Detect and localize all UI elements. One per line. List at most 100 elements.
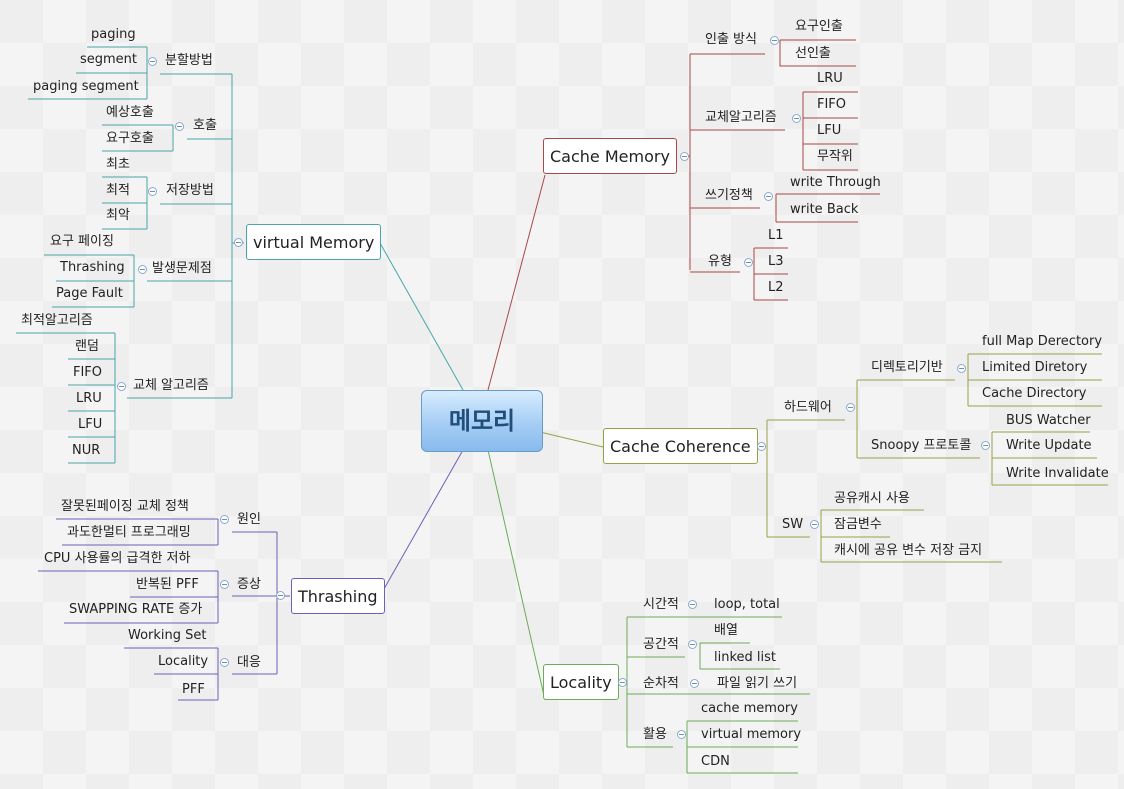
cache-replace-item[interactable]: FIFO xyxy=(817,97,847,112)
thr-symptom-item[interactable]: CPU 사용률의 급격한 저하 xyxy=(44,551,191,566)
thr-cause-item[interactable]: 과도한멀티 프로그래밍 xyxy=(67,525,191,540)
collapse-icon[interactable] xyxy=(764,192,773,201)
collapse-icon[interactable] xyxy=(148,187,157,196)
coh-dir-item[interactable]: Cache Directory xyxy=(982,386,1087,401)
collapse-icon[interactable] xyxy=(175,122,184,131)
vm-replace-item[interactable]: NUR xyxy=(72,443,101,458)
collapse-icon[interactable] xyxy=(148,57,157,66)
coh-snoopy-item[interactable]: BUS Watcher xyxy=(1006,413,1091,428)
thr-cause-item[interactable]: 잘못된페이징 교체 정책 xyxy=(61,499,189,514)
thr-symptom-label[interactable]: 증상 xyxy=(237,577,261,592)
loc-use-item[interactable]: CDN xyxy=(701,754,730,769)
cache-replace-item[interactable]: LRU xyxy=(817,71,843,86)
vm-replace-label[interactable]: 교체 알고리즘 xyxy=(133,378,209,393)
coh-sw-label[interactable]: SW xyxy=(782,517,804,532)
vm-problem-item[interactable]: 요구 페이징 xyxy=(50,234,114,249)
loc-use-label[interactable]: 활용 xyxy=(643,727,667,742)
collapse-icon[interactable] xyxy=(234,238,243,247)
vm-split-label[interactable]: 분할방법 xyxy=(165,53,213,68)
cache-write-item[interactable]: write Through xyxy=(790,175,881,190)
vm-problem-label[interactable]: 발생문제점 xyxy=(152,261,212,276)
coh-snoopy-item[interactable]: Write Update xyxy=(1006,438,1092,453)
loc-space-item[interactable]: linked list xyxy=(714,650,777,665)
vm-call-label[interactable]: 호출 xyxy=(193,118,217,133)
thr-symptom-item[interactable]: 반복된 PFF xyxy=(136,577,199,592)
cache-fetch-item[interactable]: 선인출 xyxy=(795,46,831,61)
collapse-icon[interactable] xyxy=(957,364,966,373)
collapse-icon[interactable] xyxy=(680,152,689,161)
cache-replace-item[interactable]: LFU xyxy=(817,123,842,138)
loc-use-item[interactable]: virtual memory xyxy=(701,727,802,742)
collapse-icon[interactable] xyxy=(220,515,229,524)
collapse-icon[interactable] xyxy=(138,265,147,274)
vm-split-item[interactable]: paging xyxy=(91,27,136,42)
locality-topic[interactable]: Locality xyxy=(543,664,619,700)
vm-replace-item[interactable]: LRU xyxy=(76,391,102,406)
coh-sw-item[interactable]: 캐시에 공유 변수 저장 금지 xyxy=(834,543,983,558)
cache-type-label[interactable]: 유형 xyxy=(708,254,732,269)
vm-replace-item[interactable]: 랜덤 xyxy=(75,339,99,354)
cache-coherence-topic[interactable]: Cache Coherence xyxy=(603,428,758,464)
collapse-icon[interactable] xyxy=(220,580,229,589)
coh-hw-label[interactable]: 하드웨어 xyxy=(784,400,832,415)
loc-seq-label[interactable]: 순차적 xyxy=(643,676,679,691)
vm-call-item[interactable]: 요구호출 xyxy=(106,131,154,146)
cache-replace-label[interactable]: 교체알고리즘 xyxy=(705,110,777,125)
coh-dir-item[interactable]: full Map Derectory xyxy=(982,334,1103,349)
collapse-icon[interactable] xyxy=(117,382,126,391)
collapse-icon[interactable] xyxy=(690,679,699,688)
cache-fetch-item[interactable]: 요구인출 xyxy=(795,19,843,34)
thr-response-label[interactable]: 대응 xyxy=(237,655,261,670)
loc-time-label[interactable]: 시간적 xyxy=(643,597,679,612)
loc-space-item[interactable]: 배열 xyxy=(714,623,738,638)
vm-split-item[interactable]: paging segment xyxy=(33,79,139,94)
collapse-icon[interactable] xyxy=(618,678,627,687)
cache-write-label[interactable]: 쓰기정책 xyxy=(705,188,753,203)
collapse-icon[interactable] xyxy=(276,591,285,600)
coh-snoopy-label[interactable]: Snoopy 프로토콜 xyxy=(871,438,972,453)
loc-seq-item[interactable]: 파일 읽기 쓰기 xyxy=(717,676,798,691)
coh-dir-item[interactable]: Limited Diretory xyxy=(982,360,1088,375)
thr-response-item[interactable]: PFF xyxy=(182,682,205,697)
coh-dir-label[interactable]: 디렉토리기반 xyxy=(871,360,943,375)
cache-type-item[interactable]: L1 xyxy=(768,228,784,243)
vm-split-item[interactable]: segment xyxy=(80,52,138,67)
coh-snoopy-item[interactable]: Write Invalidate xyxy=(1006,466,1109,481)
coh-sw-item[interactable]: 공유캐시 사용 xyxy=(834,491,910,506)
collapse-icon[interactable] xyxy=(846,403,855,412)
vm-replace-item[interactable]: LFU xyxy=(78,417,103,432)
collapse-icon[interactable] xyxy=(810,520,819,529)
coh-sw-item[interactable]: 잠금변수 xyxy=(834,517,882,532)
loc-use-item[interactable]: cache memory xyxy=(701,701,798,716)
thr-response-item[interactable]: Working Set xyxy=(128,628,207,643)
thr-response-item[interactable]: Locality xyxy=(158,654,209,669)
root-topic[interactable]: 메모리 xyxy=(421,390,543,452)
collapse-icon[interactable] xyxy=(757,442,766,451)
cache-type-item[interactable]: L3 xyxy=(768,254,784,269)
collapse-icon[interactable] xyxy=(744,258,753,267)
collapse-icon[interactable] xyxy=(688,600,697,609)
vm-problem-item[interactable]: Thrashing xyxy=(60,260,125,275)
collapse-icon[interactable] xyxy=(981,441,990,450)
vm-store-item[interactable]: 최적 xyxy=(106,183,130,198)
vm-replace-item[interactable]: FIFO xyxy=(73,365,103,380)
vm-store-item[interactable]: 최악 xyxy=(106,208,130,223)
virtual-memory-topic[interactable]: virtual Memory xyxy=(246,224,382,260)
thr-cause-label[interactable]: 원인 xyxy=(237,512,261,527)
vm-call-item[interactable]: 예상호출 xyxy=(106,105,154,120)
cache-write-item[interactable]: write Back xyxy=(790,202,859,217)
cache-fetch-label[interactable]: 인출 방식 xyxy=(705,32,757,47)
thr-symptom-item[interactable]: SWAPPING RATE 증가 xyxy=(69,602,203,617)
collapse-icon[interactable] xyxy=(770,36,779,45)
cache-replace-item[interactable]: 무작위 xyxy=(817,149,853,164)
collapse-icon[interactable] xyxy=(220,658,229,667)
collapse-icon[interactable] xyxy=(677,730,686,739)
cache-memory-topic[interactable]: Cache Memory xyxy=(543,138,677,174)
vm-store-label[interactable]: 저장방법 xyxy=(166,183,214,198)
vm-store-item[interactable]: 최초 xyxy=(106,157,130,172)
collapse-icon[interactable] xyxy=(792,114,801,123)
thrashing-topic[interactable]: Thrashing xyxy=(291,578,385,614)
cache-type-item[interactable]: L2 xyxy=(768,280,784,295)
vm-replace-item[interactable]: 최적알고리즘 xyxy=(21,313,93,328)
loc-time-item[interactable]: loop, total xyxy=(714,597,780,612)
